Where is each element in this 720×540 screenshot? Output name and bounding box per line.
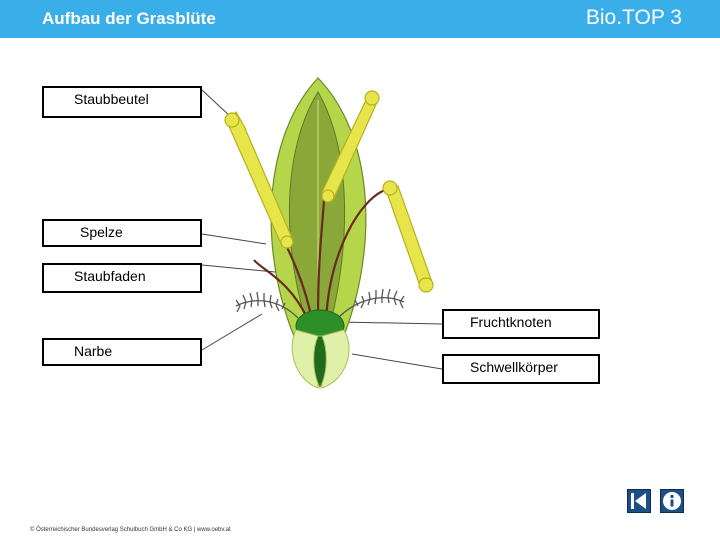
label-fruchtknoten: Fruchtknoten <box>442 309 600 339</box>
header-bar: Aufbau der Grasblüte Bio.TOP 3 <box>0 0 720 38</box>
label-narbe: Narbe <box>42 338 202 366</box>
stigma-left <box>235 300 299 319</box>
anther-3-tip <box>382 180 398 196</box>
leader-line-staubbeutel <box>201 89 233 119</box>
skip-back-icon <box>627 489 651 513</box>
filament-4 <box>253 259 310 321</box>
anther-1-end <box>280 235 294 249</box>
leader-line-schwellkoerper <box>351 353 443 370</box>
info-button[interactable] <box>660 489 684 513</box>
anther-3 <box>385 185 433 287</box>
lodicule-right <box>321 329 350 389</box>
page-title: Aufbau der Grasblüte <box>42 9 216 28</box>
info-icon <box>660 489 684 513</box>
skip-back-button[interactable] <box>627 489 651 513</box>
leader-line-fruchtknoten <box>339 321 443 325</box>
label-staubfaden: Staubfaden <box>42 263 202 293</box>
label-staubbeutel: Staubbeutel <box>42 86 202 118</box>
brand-label: Bio.TOP 3 <box>585 6 682 29</box>
label-spelze: Spelze <box>42 219 202 247</box>
anther-2-tip <box>364 90 380 106</box>
filament-2 <box>316 199 326 321</box>
stigma-group <box>235 288 405 319</box>
filament-3 <box>324 188 386 321</box>
copyright-footer: © Österreichischer Bundesverlag Schulbuc… <box>30 527 231 533</box>
anther-2-end <box>321 189 335 203</box>
leader-line-narbe <box>201 313 263 351</box>
lodicule-center <box>313 335 327 390</box>
label-schwellkoerper: Schwellkörper <box>442 354 600 384</box>
anther-1-tip <box>224 112 240 128</box>
anther-3-end <box>418 277 434 293</box>
leader-line-spelze <box>201 233 267 245</box>
lodicule-left <box>291 329 319 389</box>
